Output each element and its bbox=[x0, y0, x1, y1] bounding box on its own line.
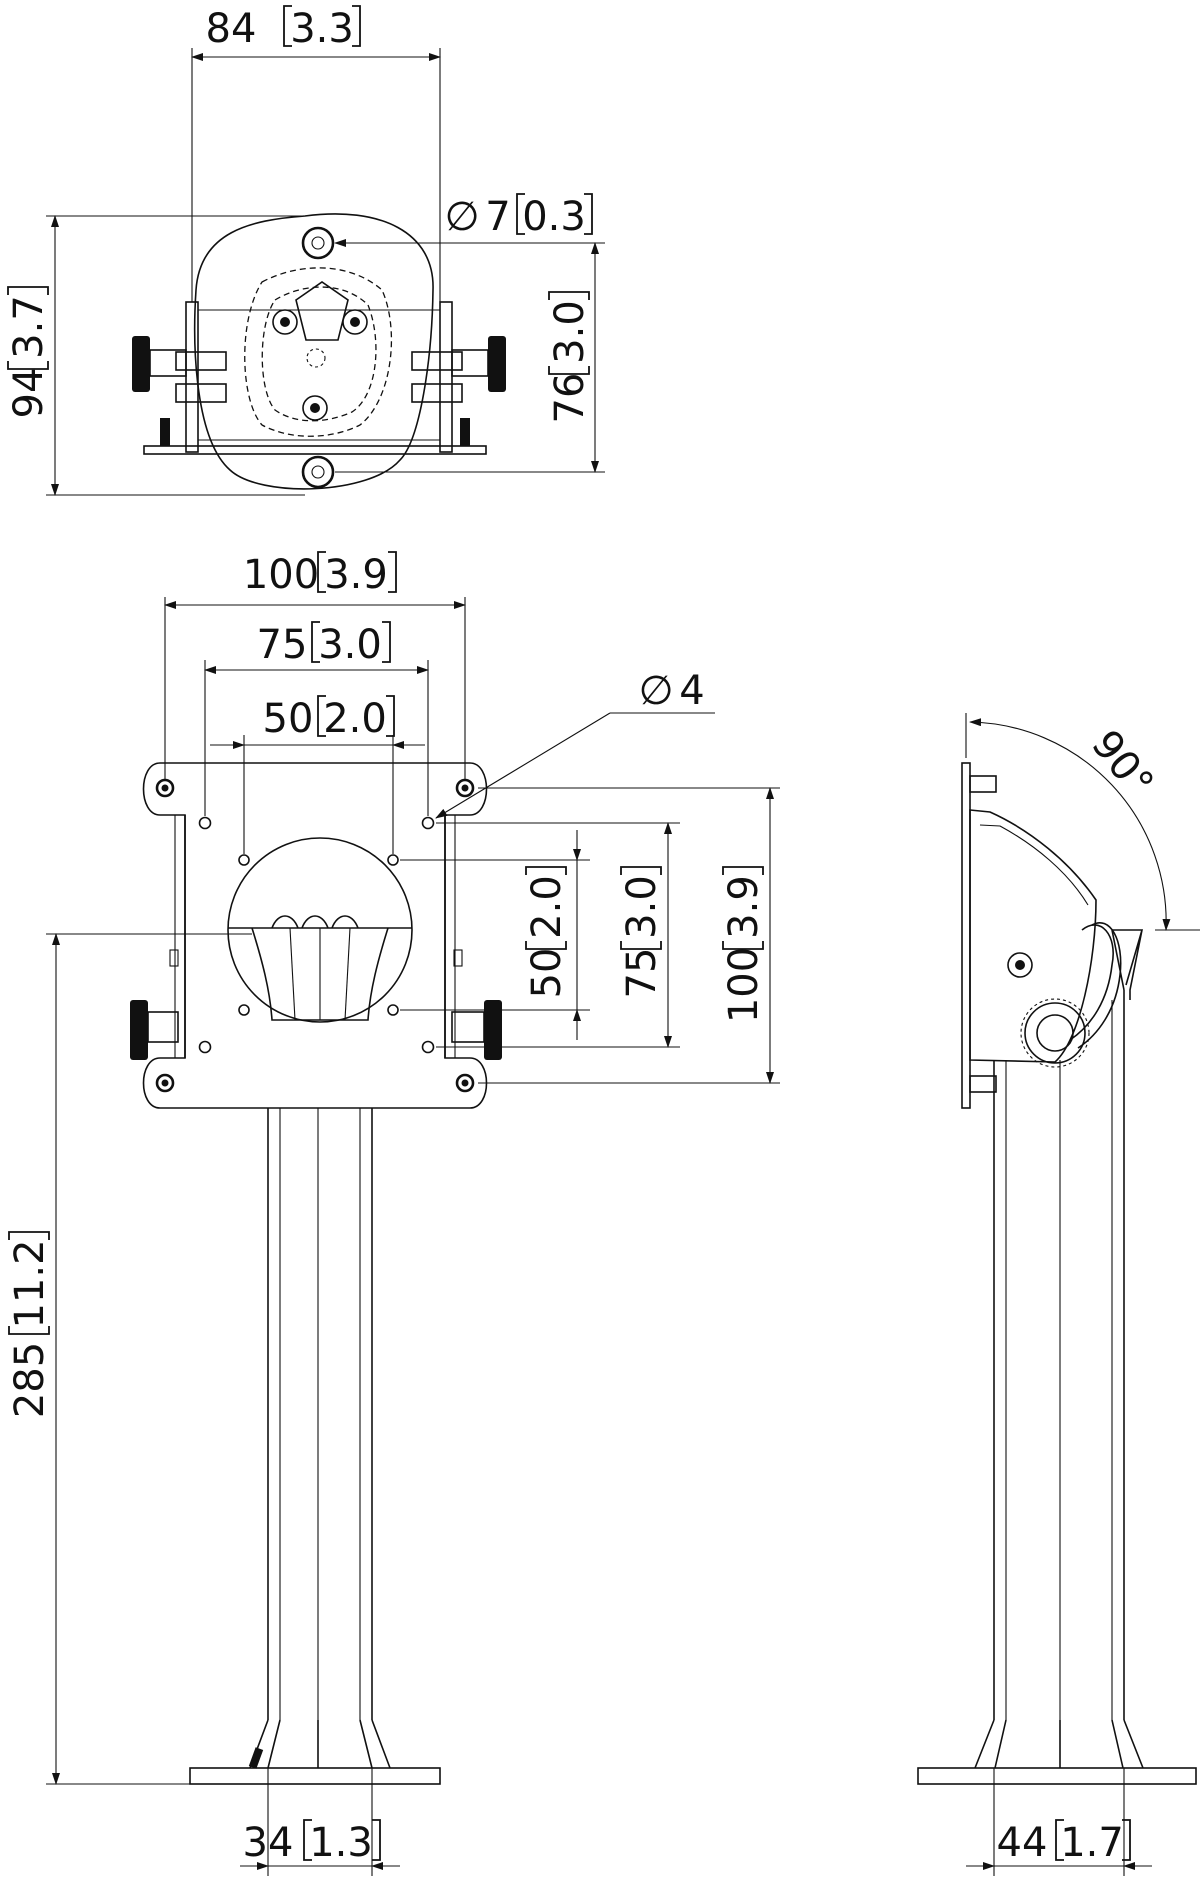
dim-vesa100-h-in: 3.9 bbox=[721, 875, 767, 939]
side-column bbox=[974, 990, 1144, 1769]
side-tilt-knob-icon bbox=[1024, 1002, 1086, 1064]
front-base-plate bbox=[189, 1767, 441, 1785]
dim-tilt-angle: 90° bbox=[1082, 722, 1162, 806]
dim-vesa50-w-in: 2.0 bbox=[323, 696, 387, 742]
knob-left-icon bbox=[132, 336, 150, 392]
dim-vesa75-w-mm: 75 bbox=[257, 622, 308, 668]
vesa-holes-100 bbox=[155, 778, 475, 1093]
dim-vesa-hole-diameter-symbol: ∅ bbox=[639, 668, 674, 714]
knob-right-icon bbox=[488, 336, 506, 392]
top-view-frame-left bbox=[185, 301, 199, 453]
front-knob-left-icon bbox=[130, 1000, 148, 1060]
dim-vesa50-w-mm: 50 bbox=[263, 696, 314, 742]
dim-hole-diameter-mm: 7 bbox=[485, 194, 510, 240]
front-view: 100 3.9 75 3.0 50 2.0 ∅ 4 50 bbox=[7, 551, 780, 1876]
top-view: 84 3.3 94 3.7 ∅ 7 0.3 76 3.0 bbox=[6, 5, 605, 496]
side-vesa-plate bbox=[961, 762, 971, 1109]
side-base-plate bbox=[917, 1767, 1197, 1785]
front-column bbox=[248, 1108, 391, 1769]
dim-column-side-in: 1.7 bbox=[1060, 1820, 1124, 1866]
dim-vesa75-h-in: 3.0 bbox=[619, 875, 665, 939]
top-view-mechanism bbox=[244, 267, 392, 437]
side-view: 90° 44 1.7 bbox=[917, 713, 1200, 1876]
dim-hole-diameter-symbol: ∅ bbox=[445, 194, 480, 240]
side-tilt-bracket bbox=[969, 809, 1097, 1063]
dim-hole-spacing-in: 3.0 bbox=[547, 300, 593, 364]
dim-top-height-mm: 94 bbox=[6, 368, 52, 419]
dim-hole-diameter-in: 0.3 bbox=[522, 194, 586, 240]
top-view-frame-right bbox=[439, 301, 453, 453]
vesa-holes-75 bbox=[198, 816, 435, 1054]
dim-vesa50-h-in: 2.0 bbox=[524, 875, 570, 939]
dim-hole-spacing-mm: 76 bbox=[547, 373, 593, 424]
vesa-center-cutout bbox=[227, 837, 413, 1023]
dim-vesa75-h-mm: 75 bbox=[619, 948, 665, 999]
front-knob-right-icon bbox=[484, 1000, 502, 1060]
dim-top-width-mm: 84 bbox=[206, 6, 257, 52]
dim-vesa100-w-mm: 100 bbox=[243, 552, 319, 598]
top-view-plate bbox=[193, 213, 434, 490]
dim-vesa100-w-in: 3.9 bbox=[324, 552, 388, 598]
dim-vesa100-h-mm: 100 bbox=[721, 947, 767, 1023]
top-view-base-bar bbox=[143, 445, 487, 455]
top-mount-hole-upper bbox=[301, 226, 335, 260]
dim-column-front-in: 1.3 bbox=[309, 1820, 373, 1866]
dim-vesa-hole-diameter-mm: 4 bbox=[679, 668, 704, 714]
dim-top-width-in: 3.3 bbox=[290, 6, 354, 52]
dim-vesa50-h-mm: 50 bbox=[524, 948, 570, 999]
dim-top-height-in: 3.7 bbox=[6, 295, 52, 359]
dim-total-height-mm: 285 bbox=[7, 1342, 53, 1418]
vesa-holes-50 bbox=[238, 854, 399, 1016]
top-mount-hole-lower bbox=[301, 455, 335, 489]
dim-vesa75-w-in: 3.0 bbox=[318, 622, 382, 668]
dim-column-front-mm: 34 bbox=[243, 1820, 294, 1866]
vesa-plate bbox=[142, 762, 488, 1109]
dim-column-side-mm: 44 bbox=[997, 1820, 1048, 1866]
dim-total-height-in: 11.2 bbox=[7, 1239, 53, 1328]
